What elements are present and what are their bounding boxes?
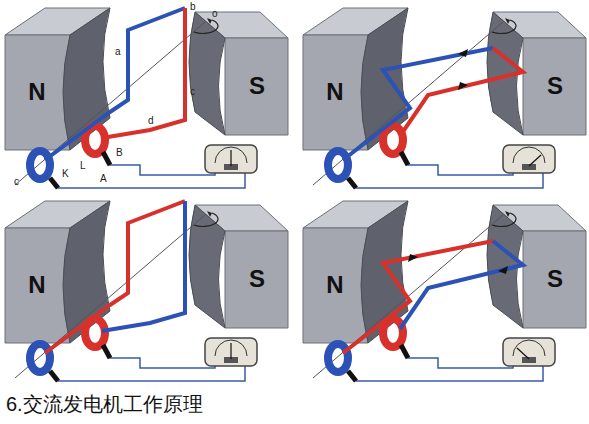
magnet-pole: S — [526, 259, 584, 299]
magnet-pole: S — [526, 66, 584, 106]
pole-letter: N — [326, 273, 343, 297]
part-letter: a — [115, 46, 121, 58]
part-letter: c — [190, 86, 195, 98]
pole-letter: N — [28, 80, 45, 104]
part-letter: A — [100, 173, 107, 185]
figure-caption: 6.交流发电机工作原理 — [6, 392, 203, 416]
pole-letter: S — [547, 267, 563, 291]
part-letter: K — [62, 168, 69, 180]
part-letter: L — [80, 160, 86, 172]
part-letter: o — [212, 8, 218, 20]
part-letter: c — [14, 176, 19, 188]
part-letter: b — [190, 1, 196, 13]
pole-letter: S — [547, 74, 563, 98]
pole-letter: N — [326, 80, 343, 104]
magnet-pole: N — [8, 72, 66, 112]
magnet-pole: N — [306, 72, 364, 112]
pole-letter: N — [28, 273, 45, 297]
part-letter: d — [148, 115, 154, 127]
magnet-pole: N — [306, 265, 364, 305]
pole-letter: S — [249, 267, 265, 291]
magnet-pole: S — [228, 66, 286, 106]
pole-letter: S — [249, 74, 265, 98]
magnet-pole: S — [228, 259, 286, 299]
magnet-pole: N — [8, 265, 66, 305]
part-letter: B — [116, 147, 123, 159]
